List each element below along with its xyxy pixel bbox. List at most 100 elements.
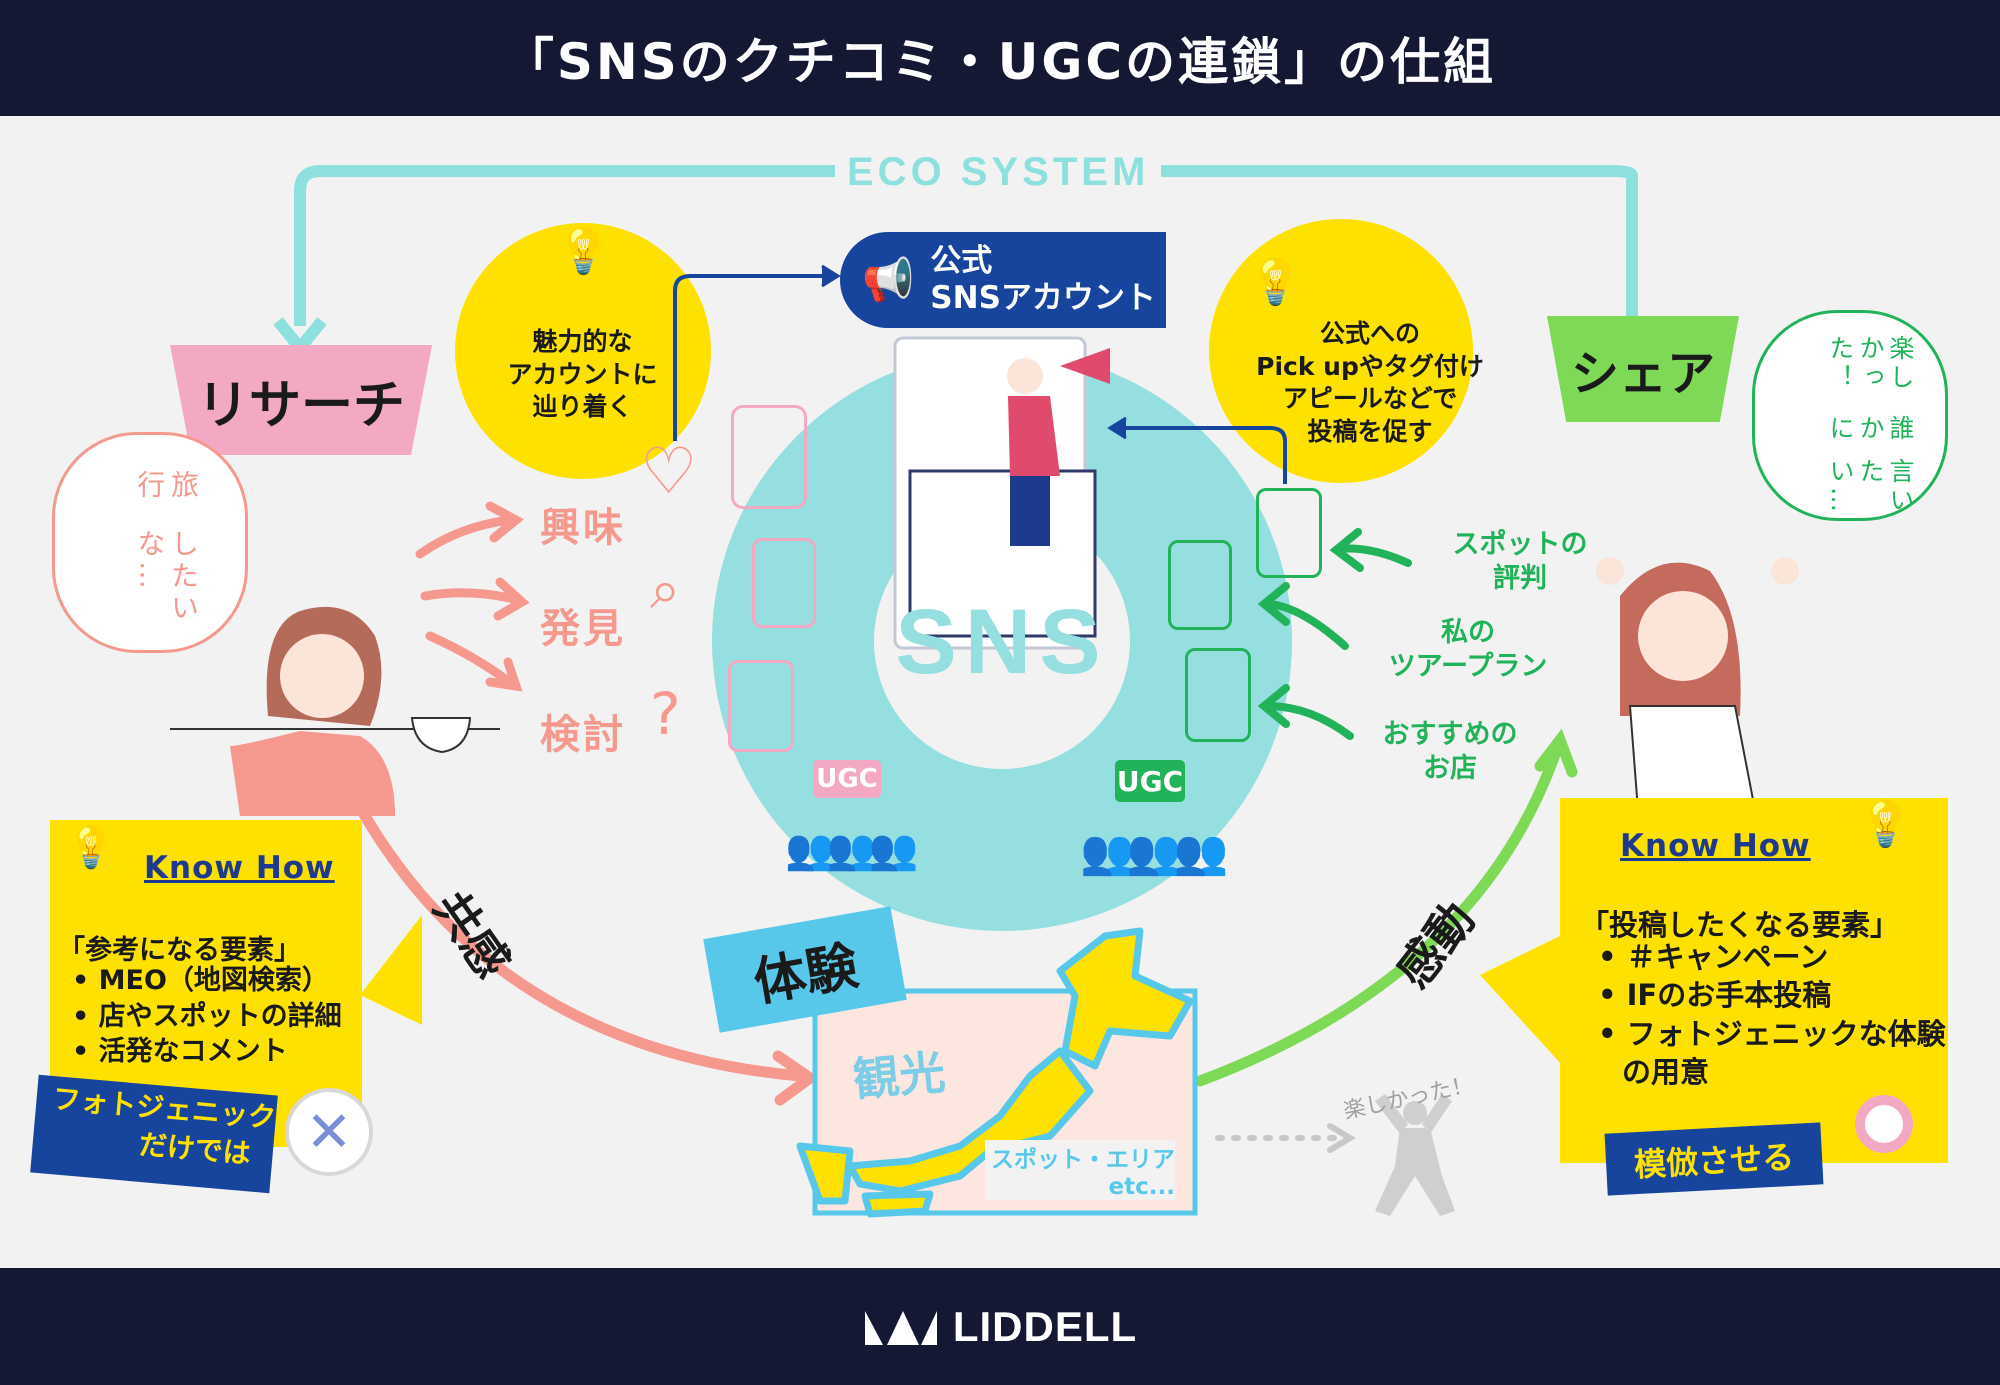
bulb-left-line2: アカウントに (507, 359, 658, 389)
cheering-person-icon (1375, 1094, 1455, 1216)
pink-arrow-2-head (493, 577, 530, 621)
bulb-right-line4: 投稿を促す (1307, 416, 1433, 446)
green-arrow-3-head (1257, 684, 1290, 728)
share-label: シェア (1570, 346, 1715, 402)
bulb-left-line1: 魅力的な (532, 327, 633, 356)
page-footer: LIDDELL (0, 1268, 2000, 1385)
green-item-3: おすすめの お店 (1360, 718, 1540, 786)
lightbulb-icon: 💡 (1248, 257, 1303, 308)
imitate-tag: 模倣させる (1604, 1122, 1824, 1196)
pink-arrow-2 (420, 588, 523, 605)
bulb-right-text: 公式への Pick upやタグ付け アピールなどで 投稿を促す (1225, 318, 1515, 448)
step-interest: 興味 (540, 505, 626, 551)
spots-line2: etc... (1108, 1174, 1175, 1200)
review-phone-icon (731, 405, 807, 509)
bulb-right-line3: アピールなどで (1282, 384, 1458, 413)
share-woman-illustration (1596, 557, 1799, 837)
green-arrow-3 (1264, 702, 1354, 740)
research-thought-cloud: 旅行 したいな… (52, 432, 248, 653)
emotion-arc (1194, 740, 1564, 1087)
pink-arrow-3-head (485, 657, 523, 692)
knowhow-left-list: • MEO（地図検索） • 店やスポットの詳細 • 活発なコメント (72, 963, 342, 1070)
official-label-line1: 公式 (930, 242, 993, 279)
share-thought-text: 楽しかった！ 誰かに 言いたい… (1825, 335, 1915, 518)
share-thought-cloud: 楽しかった！ 誰かに 言いたい… (1752, 310, 1948, 521)
sightseeing-label: 観光 (851, 1045, 948, 1107)
dotted-arrow-head (1327, 1123, 1356, 1153)
pink-arrow-1-head (485, 501, 525, 543)
arrow-to-official (673, 274, 830, 441)
green-arrow-1-head (1329, 528, 1364, 572)
knowhow-left-title: Know How (144, 850, 335, 886)
review-phone-icon (1168, 540, 1232, 630)
cross-sign-icon: ✕ (285, 1088, 373, 1176)
official-sns-label: 公式 SNSアカウント (930, 243, 1156, 317)
knowhow-left-item: • 店やスポットの詳細 (72, 1000, 342, 1032)
research-thought-text: 旅行 したいな… (133, 470, 200, 650)
knowhow-right-item-text: IFのお手本投稿 (1626, 978, 1832, 1013)
empathy-arc (330, 755, 806, 1082)
japan-map-honshu (846, 1047, 1094, 1195)
question-icon: ? (650, 680, 681, 748)
bulb-right-line2: Pick upやタグ付け (1256, 351, 1484, 381)
knowhow-right-list: • ＃キャンペーン • IFのお手本投稿 • フォトジェニックな体験 の用意 (1598, 938, 1946, 1091)
green-item-3-line1: おすすめの (1382, 719, 1518, 750)
official-sns-banner: 📢 公式 SNSアカウント (840, 232, 1166, 328)
knowhow-right-item: • ＃キャンペーン (1598, 940, 1829, 974)
ugc-badge-green: UGC (1115, 760, 1185, 802)
knowhow-left-item-text: 活発なコメント (98, 1036, 288, 1068)
review-phone-icon (752, 538, 816, 628)
pink-arrow-1 (415, 515, 515, 559)
green-arrow-2 (1264, 600, 1349, 650)
arrow-from-right-head (1107, 416, 1127, 440)
eco-system-label: ECO SYSTEM (835, 150, 1162, 195)
knowhow-right-title: Know How (1620, 828, 1811, 864)
knowhow-right-heading: 「投稿したくなる要素」 (1580, 908, 1900, 942)
share-thought-line2: 誰かに (1826, 414, 1915, 444)
step-discover: 発見 (540, 606, 626, 652)
lightbulb-icon: 💡 (556, 226, 611, 277)
green-item-2-line2: ツアープラン (1388, 650, 1548, 682)
spots-line1: スポット・エリア (991, 1147, 1175, 1173)
sns-center-label: SNS (895, 590, 1109, 693)
knowhow-left-item-text: 店やスポットの詳細 (98, 1000, 342, 1032)
review-phone-icon (1185, 648, 1251, 742)
review-phone-icon (728, 660, 794, 752)
knowhow-left-item: • 活発なコメント (72, 1036, 288, 1068)
green-item-2: 私の ツアープラン (1368, 616, 1568, 684)
circle-sign-icon (1855, 1095, 1913, 1153)
lightbulb-icon: 💡 (1858, 799, 1913, 850)
crowd-icon: 👥👥👥 (785, 827, 918, 873)
lightbulb-icon: 💡 (66, 825, 116, 871)
research-thought-line1: 旅行 (133, 470, 200, 502)
megaphone-icon: 📢 (862, 255, 915, 304)
knowhow-right-item-text: ＃キャンペーン (1626, 940, 1829, 974)
knowhow-left-item: • MEO（地図検索） (72, 965, 329, 996)
page-header: 「SNSのクチコミ・UGCの連鎖」の仕組 (0, 0, 2000, 116)
share-thought-line3: 言いたい… (1826, 458, 1915, 517)
research-banner: リサーチ (170, 345, 432, 455)
crowd-icon: 👥👥👥 (1080, 827, 1228, 878)
green-item-1: スポットの 評判 (1430, 528, 1610, 596)
liddell-logo-icon (864, 1310, 937, 1345)
experience-label: 体験 (749, 936, 863, 1014)
knowhow-right-item-cont: の用意 (1622, 1054, 1710, 1089)
bulb-right-line1: 公式への (1319, 319, 1420, 348)
step-consider: 検討 (540, 712, 626, 758)
bulb-left-line3: 辿り着く (532, 392, 633, 421)
green-arrow-2-head (1257, 582, 1290, 626)
heart-icon: ♡ (640, 435, 698, 509)
japan-map-shikoku (861, 1190, 934, 1218)
official-label-line2: SNSアカウント (930, 280, 1156, 316)
research-thought-line2: したいな… (133, 528, 200, 625)
magnifier-icon: ⌕ (650, 558, 681, 621)
share-thought-line1: 楽しかった！ (1826, 335, 1915, 393)
knowhow-right-item: • フォトジェニックな体験 (1598, 1016, 1946, 1051)
share-banner: シェア (1547, 316, 1739, 422)
bulb-left-text: 魅力的な アカウントに 辿り着く (470, 326, 695, 424)
knowhow-right-pointer (1480, 935, 1562, 1065)
research-woman-illustration (170, 606, 500, 816)
bulb-left-circle (455, 223, 711, 479)
arrow-to-official-head (821, 264, 841, 288)
spots-box: スポット・エリア etc... (985, 1140, 1175, 1200)
